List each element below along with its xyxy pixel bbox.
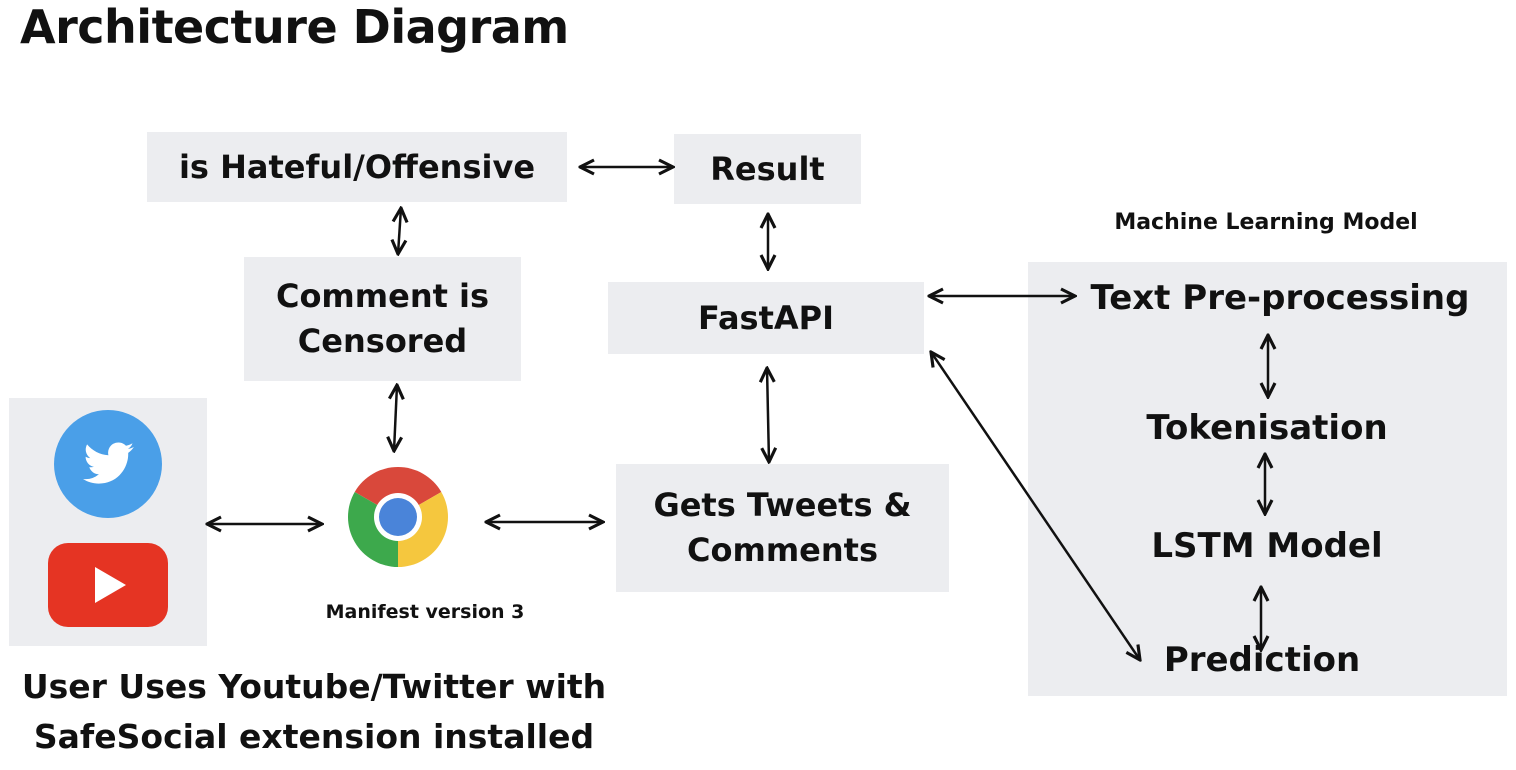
result-label: Result (710, 149, 825, 188)
ml-model-label: Machine Learning Model (1114, 210, 1418, 235)
censored-node: Comment is Censored (244, 257, 521, 381)
ml-step-preprocessing: Text Pre-processing (1090, 278, 1470, 318)
twitter-icon (54, 410, 162, 518)
arrow-hateful-censored (398, 208, 401, 254)
arrow-censored-chrome (394, 385, 397, 451)
hateful-node: is Hateful/Offensive (147, 132, 567, 202)
fastapi-node: FastAPI (608, 282, 924, 354)
censored-label: Comment is Censored (275, 277, 490, 360)
fastapi-label: FastAPI (697, 298, 835, 337)
ml-step-tokenisation: Tokenisation (1146, 408, 1388, 448)
ml-step-lstm: LSTM Model (1151, 526, 1383, 566)
page-title: Architecture Diagram (20, 0, 569, 54)
youtube-icon (48, 543, 168, 627)
chrome-icon (348, 467, 448, 567)
result-node: Result (674, 134, 861, 204)
user-caption: User Uses Youtube/Twitter with SafeSocia… (21, 667, 607, 756)
manifest-label: Manifest version 3 (325, 601, 525, 623)
gets-tweets-node: Gets Tweets & Comments (616, 464, 949, 592)
gets-tweets-label: Gets Tweets & Comments (653, 486, 912, 569)
arrow-fastapi-prediction (931, 352, 1140, 660)
hateful-label: is Hateful/Offensive (178, 147, 536, 186)
arrow-fastapi-gets (767, 368, 769, 462)
